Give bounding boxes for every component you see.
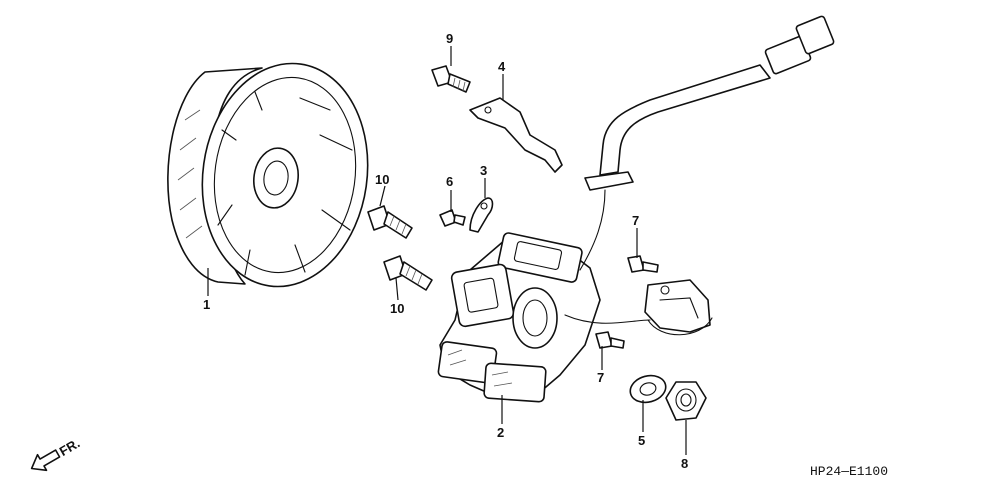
callout-5: 5 [638,433,645,448]
washer-part[interactable] [627,372,669,406]
bolt-7-lower-part[interactable] [595,331,625,349]
callout-6: 6 [446,174,453,189]
callout-4: 4 [498,59,506,74]
callout-8: 8 [681,456,688,471]
drawing-code: HP24—E1100 [810,464,888,479]
callout-9: 9 [446,31,453,46]
stator-part[interactable] [437,232,601,403]
callout-7-lower: 7 [597,370,604,385]
callout-7-upper: 7 [632,213,639,228]
front-direction-label: FR. [57,435,83,458]
flywheel-part[interactable] [167,53,382,298]
bolt-9-part[interactable] [431,65,471,93]
wire-harness [564,15,835,324]
callout-10-lower: 10 [390,301,404,316]
bolt-7-upper-part[interactable] [627,255,659,273]
arrow-left-icon [30,449,61,472]
bracket-part[interactable] [469,97,563,173]
front-direction-indicator: FR. [30,435,83,472]
callout-1: 1 [203,297,210,312]
flange-nut-part[interactable] [665,381,707,421]
bolt-6-part[interactable] [439,209,466,227]
wire-clamp-part[interactable] [469,197,494,233]
leader-lines [207,46,687,455]
callout-10-upper: 10 [375,172,389,187]
pulser-coil[interactable] [644,279,713,336]
bolt-10-lower-part[interactable] [383,255,433,291]
callout-2: 2 [497,425,504,440]
bolt-10-upper-part[interactable] [367,205,413,239]
callout-3: 3 [480,163,487,178]
